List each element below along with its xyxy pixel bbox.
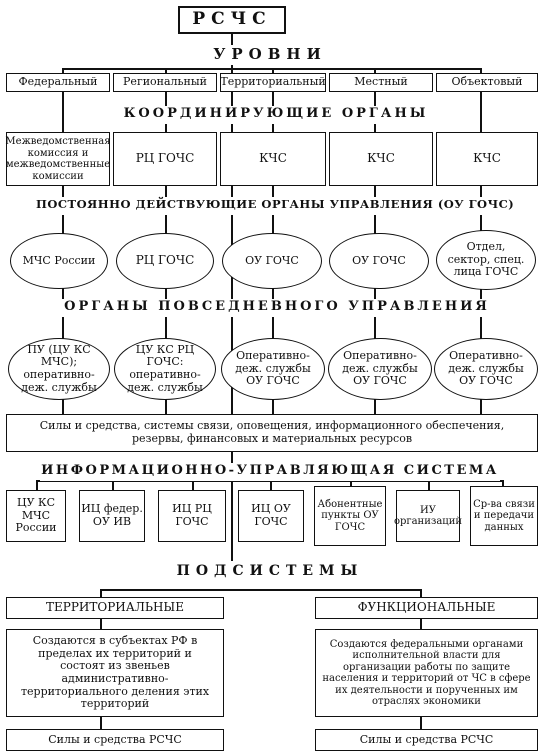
coordinating-header: КООРДИНИРУЮЩИЕ ОРГАНЫ xyxy=(108,106,444,124)
daily-federal: ПУ (ЦУ КС МЧС); оперативно-деж. службы xyxy=(8,338,110,400)
info-stub-2 xyxy=(112,480,114,490)
subsystems-bus xyxy=(100,589,420,591)
subsystem-territorial-forces: Силы и средства РСЧС xyxy=(6,729,224,751)
info-item-2: ИЦ федер. ОУ ИВ xyxy=(79,490,145,542)
daily-local: Оперативно-деж. службы ОУ ГОЧС xyxy=(328,338,432,400)
info-item-7: Ср-ва связи и передачи данных xyxy=(470,486,538,546)
perm-local: ОУ ГОЧС xyxy=(329,233,429,289)
perm-regional: РЦ ГОЧС xyxy=(116,233,214,289)
level-object: Объектовый xyxy=(436,73,538,92)
levels-header: УРОВНИ xyxy=(180,45,360,65)
info-stub-7 xyxy=(502,480,504,490)
perm-object: Отдел, сектор, спец. лица ГОЧС xyxy=(436,230,536,290)
levels-bus xyxy=(62,68,480,70)
daily-object: Оперативно-деж. службы ОУ ГОЧС xyxy=(434,338,538,400)
info-stub-4 xyxy=(270,480,272,490)
perm-federal: МЧС России xyxy=(10,233,108,289)
perm-territorial: ОУ ГОЧС xyxy=(222,233,322,289)
level-local: Местный xyxy=(329,73,433,92)
info-system-header: ИНФОРМАЦИОННО-УПРАВЛЯЮЩАЯ СИСТЕМА xyxy=(40,463,500,481)
sub-right-stub xyxy=(420,589,422,598)
page-title: РСЧС xyxy=(178,6,286,34)
daily-header: ОРГАНЫ ПОВСЕДНЕВНОГО УПРАВЛЕНИЯ xyxy=(52,299,502,317)
info-bus xyxy=(36,480,502,482)
forces-resources-box: Силы и средства, системы связи, оповещен… xyxy=(6,414,538,452)
coord-local: КЧС xyxy=(329,132,433,186)
sub-left-stub xyxy=(100,589,102,598)
level-territorial: Территориальный xyxy=(220,73,326,92)
info-stub-6 xyxy=(428,480,430,490)
coord-regional: РЦ ГОЧС xyxy=(113,132,217,186)
level-regional: Региональный xyxy=(113,73,217,92)
info-item-3: ИЦ РЦ ГОЧС xyxy=(158,490,226,542)
level-federal: Федеральный xyxy=(6,73,110,92)
main-trunk-line xyxy=(231,34,233,561)
subsystem-territorial-title: ТЕРРИТОРИАЛЬНЫЕ xyxy=(6,597,224,619)
info-item-1: ЦУ КС МЧС России xyxy=(6,490,66,542)
permanent-header: ПОСТОЯННО ДЕЙСТВУЮЩИЕ ОРГАНЫ УПРАВЛЕНИЯ … xyxy=(36,197,514,215)
info-item-4: ИЦ ОУ ГОЧС xyxy=(238,490,304,542)
subsystem-functional-forces: Силы и средства РСЧС xyxy=(315,729,538,751)
coord-object: КЧС xyxy=(436,132,538,186)
info-stub-3 xyxy=(192,480,194,490)
daily-regional: ЦУ КС РЦ ГОЧС: оперативно-деж. службы xyxy=(114,338,216,400)
info-item-6: ИУ организаций xyxy=(394,490,462,542)
subsystem-territorial-text: Создаются в субъектах РФ в пределах их т… xyxy=(6,629,224,717)
subsystem-functional-text: Создаются федеральными органами исполнит… xyxy=(315,629,538,717)
subsystems-header: ПОДСИСТЕМЫ xyxy=(150,563,390,583)
daily-territorial: Оперативно-деж. службы ОУ ГОЧС xyxy=(221,338,325,400)
info-stub-5 xyxy=(350,480,352,490)
info-stub-1 xyxy=(36,480,38,490)
coord-federal: Межведомственная комиссия и межведомстве… xyxy=(5,132,111,186)
coord-territorial: КЧС xyxy=(220,132,326,186)
info-item-5: Абонентные пункты ОУ ГОЧС xyxy=(314,486,386,546)
subsystem-functional-title: ФУНКЦИОНАЛЬНЫЕ xyxy=(315,597,538,619)
